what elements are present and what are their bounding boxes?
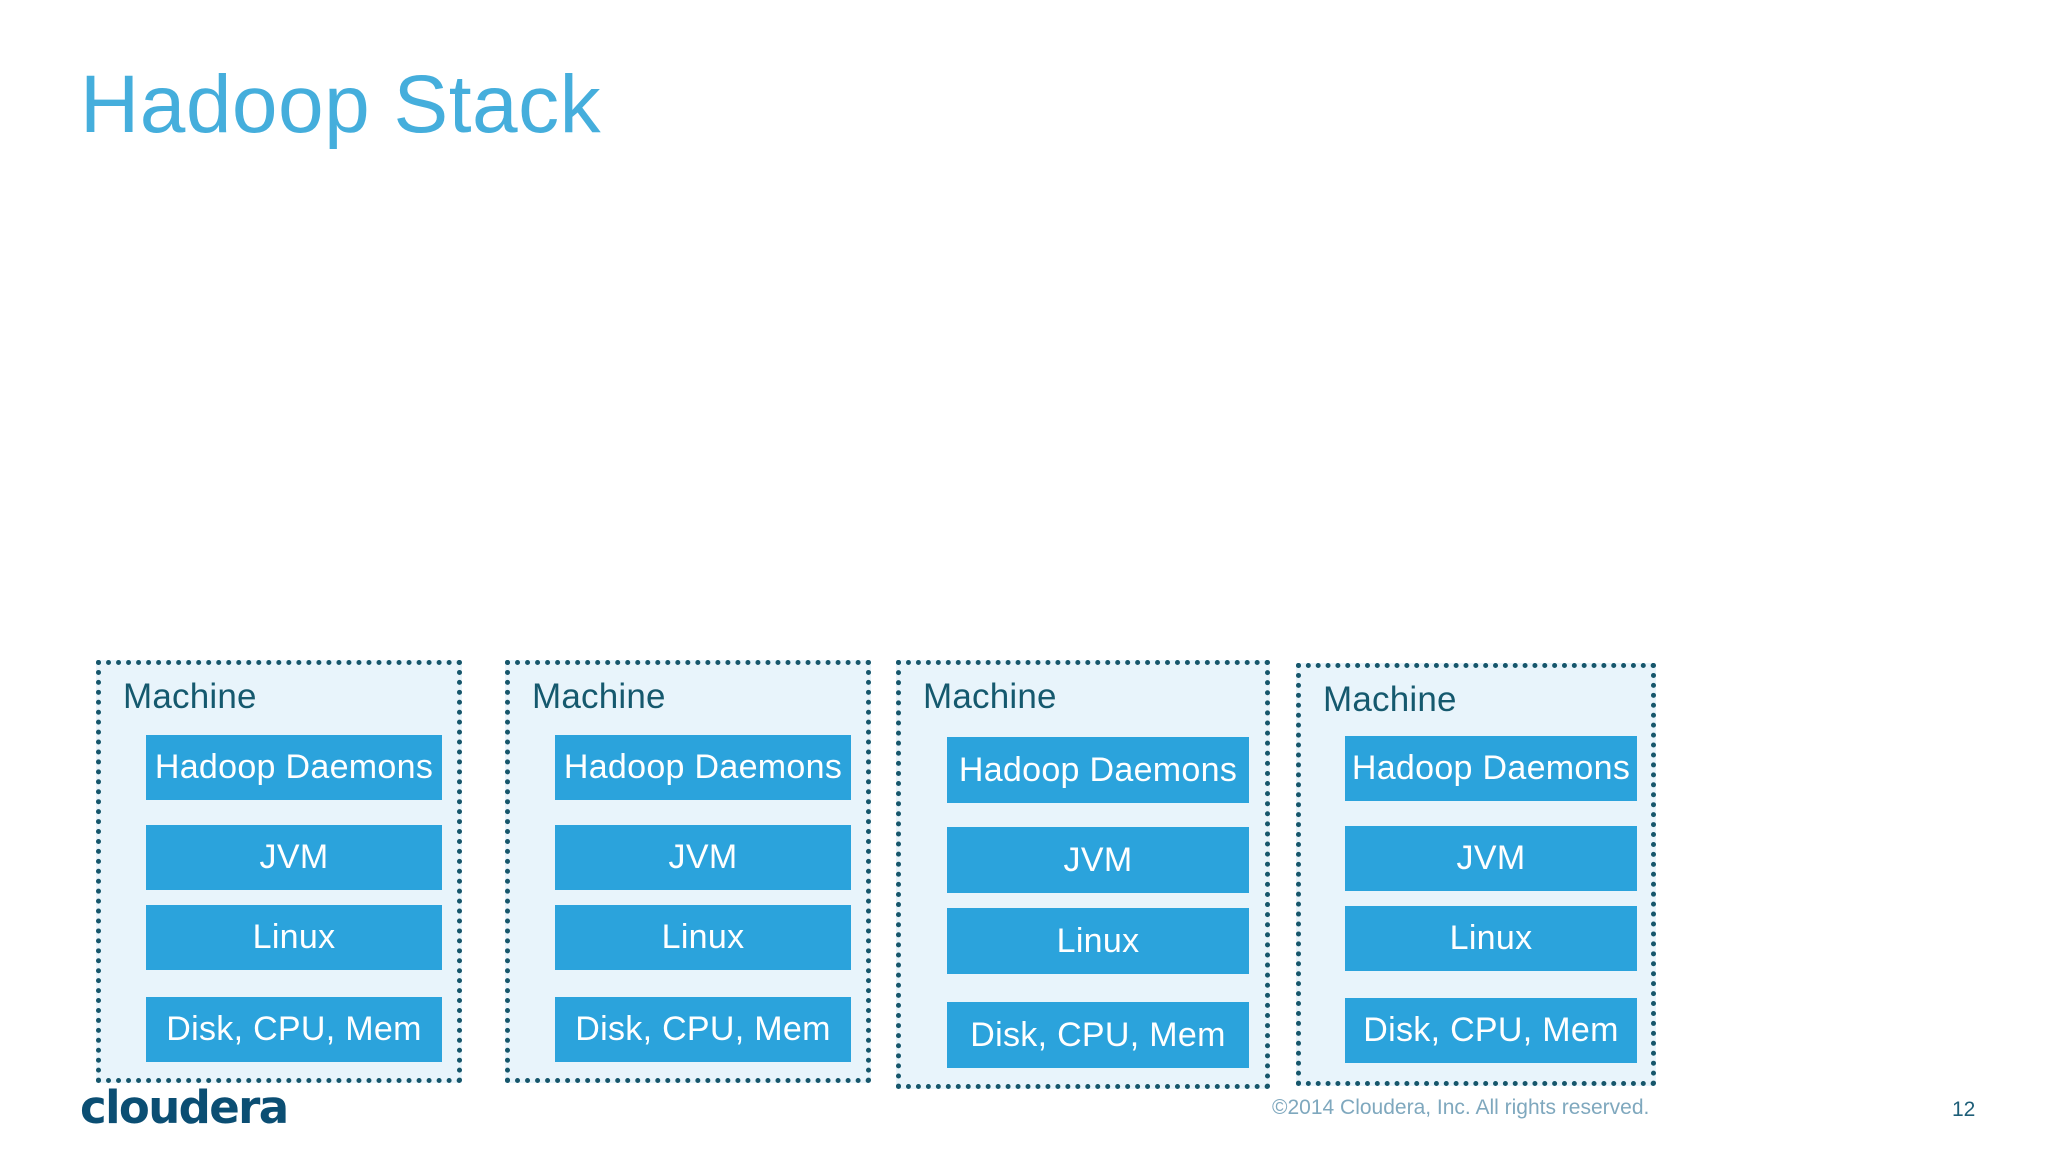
stack-layer-hadoop-daemons[interactable]: Hadoop Daemons <box>146 735 442 800</box>
stack-layer-disk-cpu-mem[interactable]: Disk, CPU, Mem <box>947 1002 1249 1068</box>
page-number: 12 <box>1952 1098 1976 1121</box>
machine-box[interactable]: Machine Hadoop Daemons JVM Linux Disk, C… <box>896 660 1270 1089</box>
page-title: Hadoop Stack <box>80 59 602 150</box>
machine-stack: Hadoop Daemons JVM Linux Disk, CPU, Mem <box>901 665 1265 1084</box>
machine-box[interactable]: Machine Hadoop Daemons JVM Linux Disk, C… <box>96 660 462 1083</box>
machine-stack: Hadoop Daemons JVM Linux Disk, CPU, Mem <box>1301 668 1651 1081</box>
stack-layer-linux[interactable]: Linux <box>1345 906 1637 971</box>
stack-layer-disk-cpu-mem[interactable]: Disk, CPU, Mem <box>146 997 442 1062</box>
machine-label: Machine <box>123 677 257 716</box>
stack-layer-linux[interactable]: Linux <box>947 908 1249 974</box>
machine-label: Machine <box>1323 680 1457 719</box>
stack-layer-hadoop-daemons[interactable]: Hadoop Daemons <box>947 737 1249 803</box>
cloudera-logo: cloudera <box>80 1081 289 1134</box>
machine-stack: Hadoop Daemons JVM Linux Disk, CPU, Mem <box>510 665 866 1078</box>
stack-layer-jvm[interactable]: JVM <box>555 825 851 890</box>
machine-label: Machine <box>923 677 1057 716</box>
stack-layer-jvm[interactable]: JVM <box>146 825 442 890</box>
machine-box[interactable]: Machine Hadoop Daemons JVM Linux Disk, C… <box>1296 663 1656 1086</box>
stack-layer-disk-cpu-mem[interactable]: Disk, CPU, Mem <box>1345 998 1637 1063</box>
stack-layer-hadoop-daemons[interactable]: Hadoop Daemons <box>555 735 851 800</box>
stack-layer-disk-cpu-mem[interactable]: Disk, CPU, Mem <box>555 997 851 1062</box>
stack-layer-linux[interactable]: Linux <box>146 905 442 970</box>
stack-layer-hadoop-daemons[interactable]: Hadoop Daemons <box>1345 736 1637 801</box>
machine-box[interactable]: Machine Hadoop Daemons JVM Linux Disk, C… <box>505 660 871 1083</box>
stack-layer-linux[interactable]: Linux <box>555 905 851 970</box>
machine-label: Machine <box>532 677 666 716</box>
machine-stack: Hadoop Daemons JVM Linux Disk, CPU, Mem <box>101 665 457 1078</box>
stack-layer-jvm[interactable]: JVM <box>947 827 1249 893</box>
stack-layer-jvm[interactable]: JVM <box>1345 826 1637 891</box>
copyright-notice: ©2014 Cloudera, Inc. All rights reserved… <box>1272 1096 1650 1119</box>
